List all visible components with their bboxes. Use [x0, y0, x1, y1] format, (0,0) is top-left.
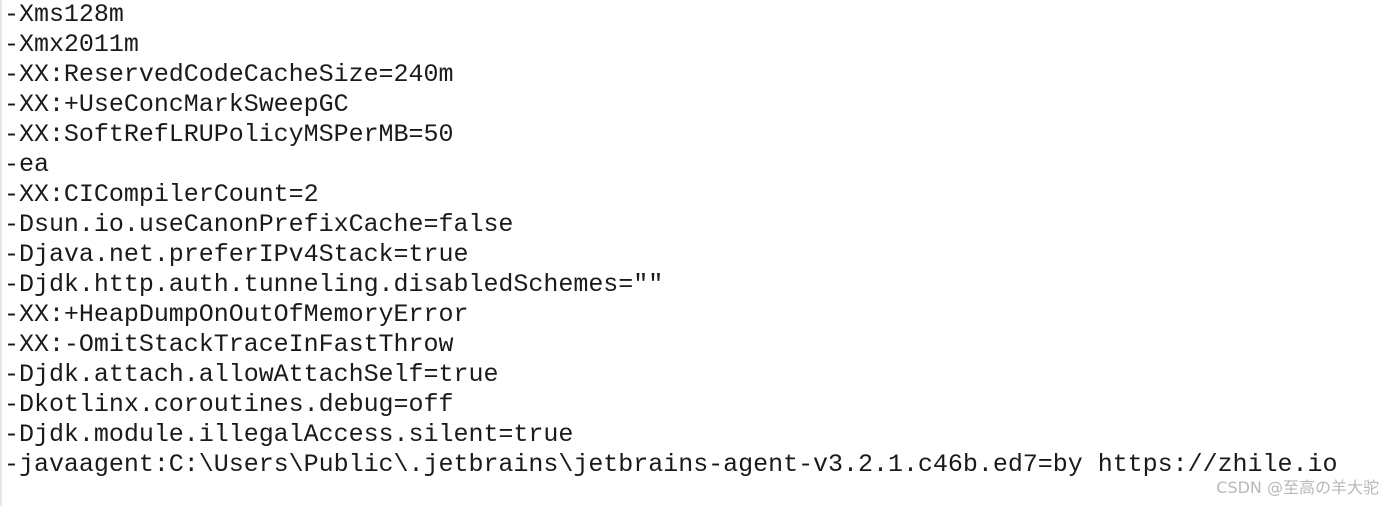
editor-left-border	[0, 0, 2, 506]
code-line[interactable]: -XX:SoftRefLRUPolicyMSPerMB=50	[4, 120, 454, 149]
code-line[interactable]: -Djdk.http.auth.tunneling.disabledScheme…	[4, 270, 664, 299]
vm-options-list: -Xms128m -Xmx2011m -XX:ReservedCodeCache…	[4, 0, 1337, 480]
code-line[interactable]: -XX:+UseConcMarkSweepGC	[4, 90, 349, 119]
code-line[interactable]: -Xms128m	[4, 0, 124, 29]
code-line[interactable]: -XX:CICompilerCount=2	[4, 180, 319, 209]
code-line[interactable]: -Dsun.io.useCanonPrefixCache=false	[4, 210, 514, 239]
code-line[interactable]: -Djava.net.preferIPv4Stack=true	[4, 240, 469, 269]
code-line[interactable]: -XX:+HeapDumpOnOutOfMemoryError	[4, 300, 469, 329]
code-line[interactable]: -ea	[4, 150, 49, 179]
code-line[interactable]: -Xmx2011m	[4, 30, 139, 59]
code-line[interactable]: -Djdk.attach.allowAttachSelf=true	[4, 360, 499, 389]
csdn-watermark: CSDN @至高の羊大驼	[1216, 478, 1379, 497]
code-line[interactable]: -XX:-OmitStackTraceInFastThrow	[4, 330, 454, 359]
code-line[interactable]: -javaagent:C:\Users\Public\.jetbrains\je…	[4, 450, 1338, 479]
code-line[interactable]: -XX:ReservedCodeCacheSize=240m	[4, 60, 454, 89]
code-line[interactable]: -Dkotlinx.coroutines.debug=off	[4, 390, 454, 419]
code-line[interactable]: -Djdk.module.illegalAccess.silent=true	[4, 420, 574, 449]
